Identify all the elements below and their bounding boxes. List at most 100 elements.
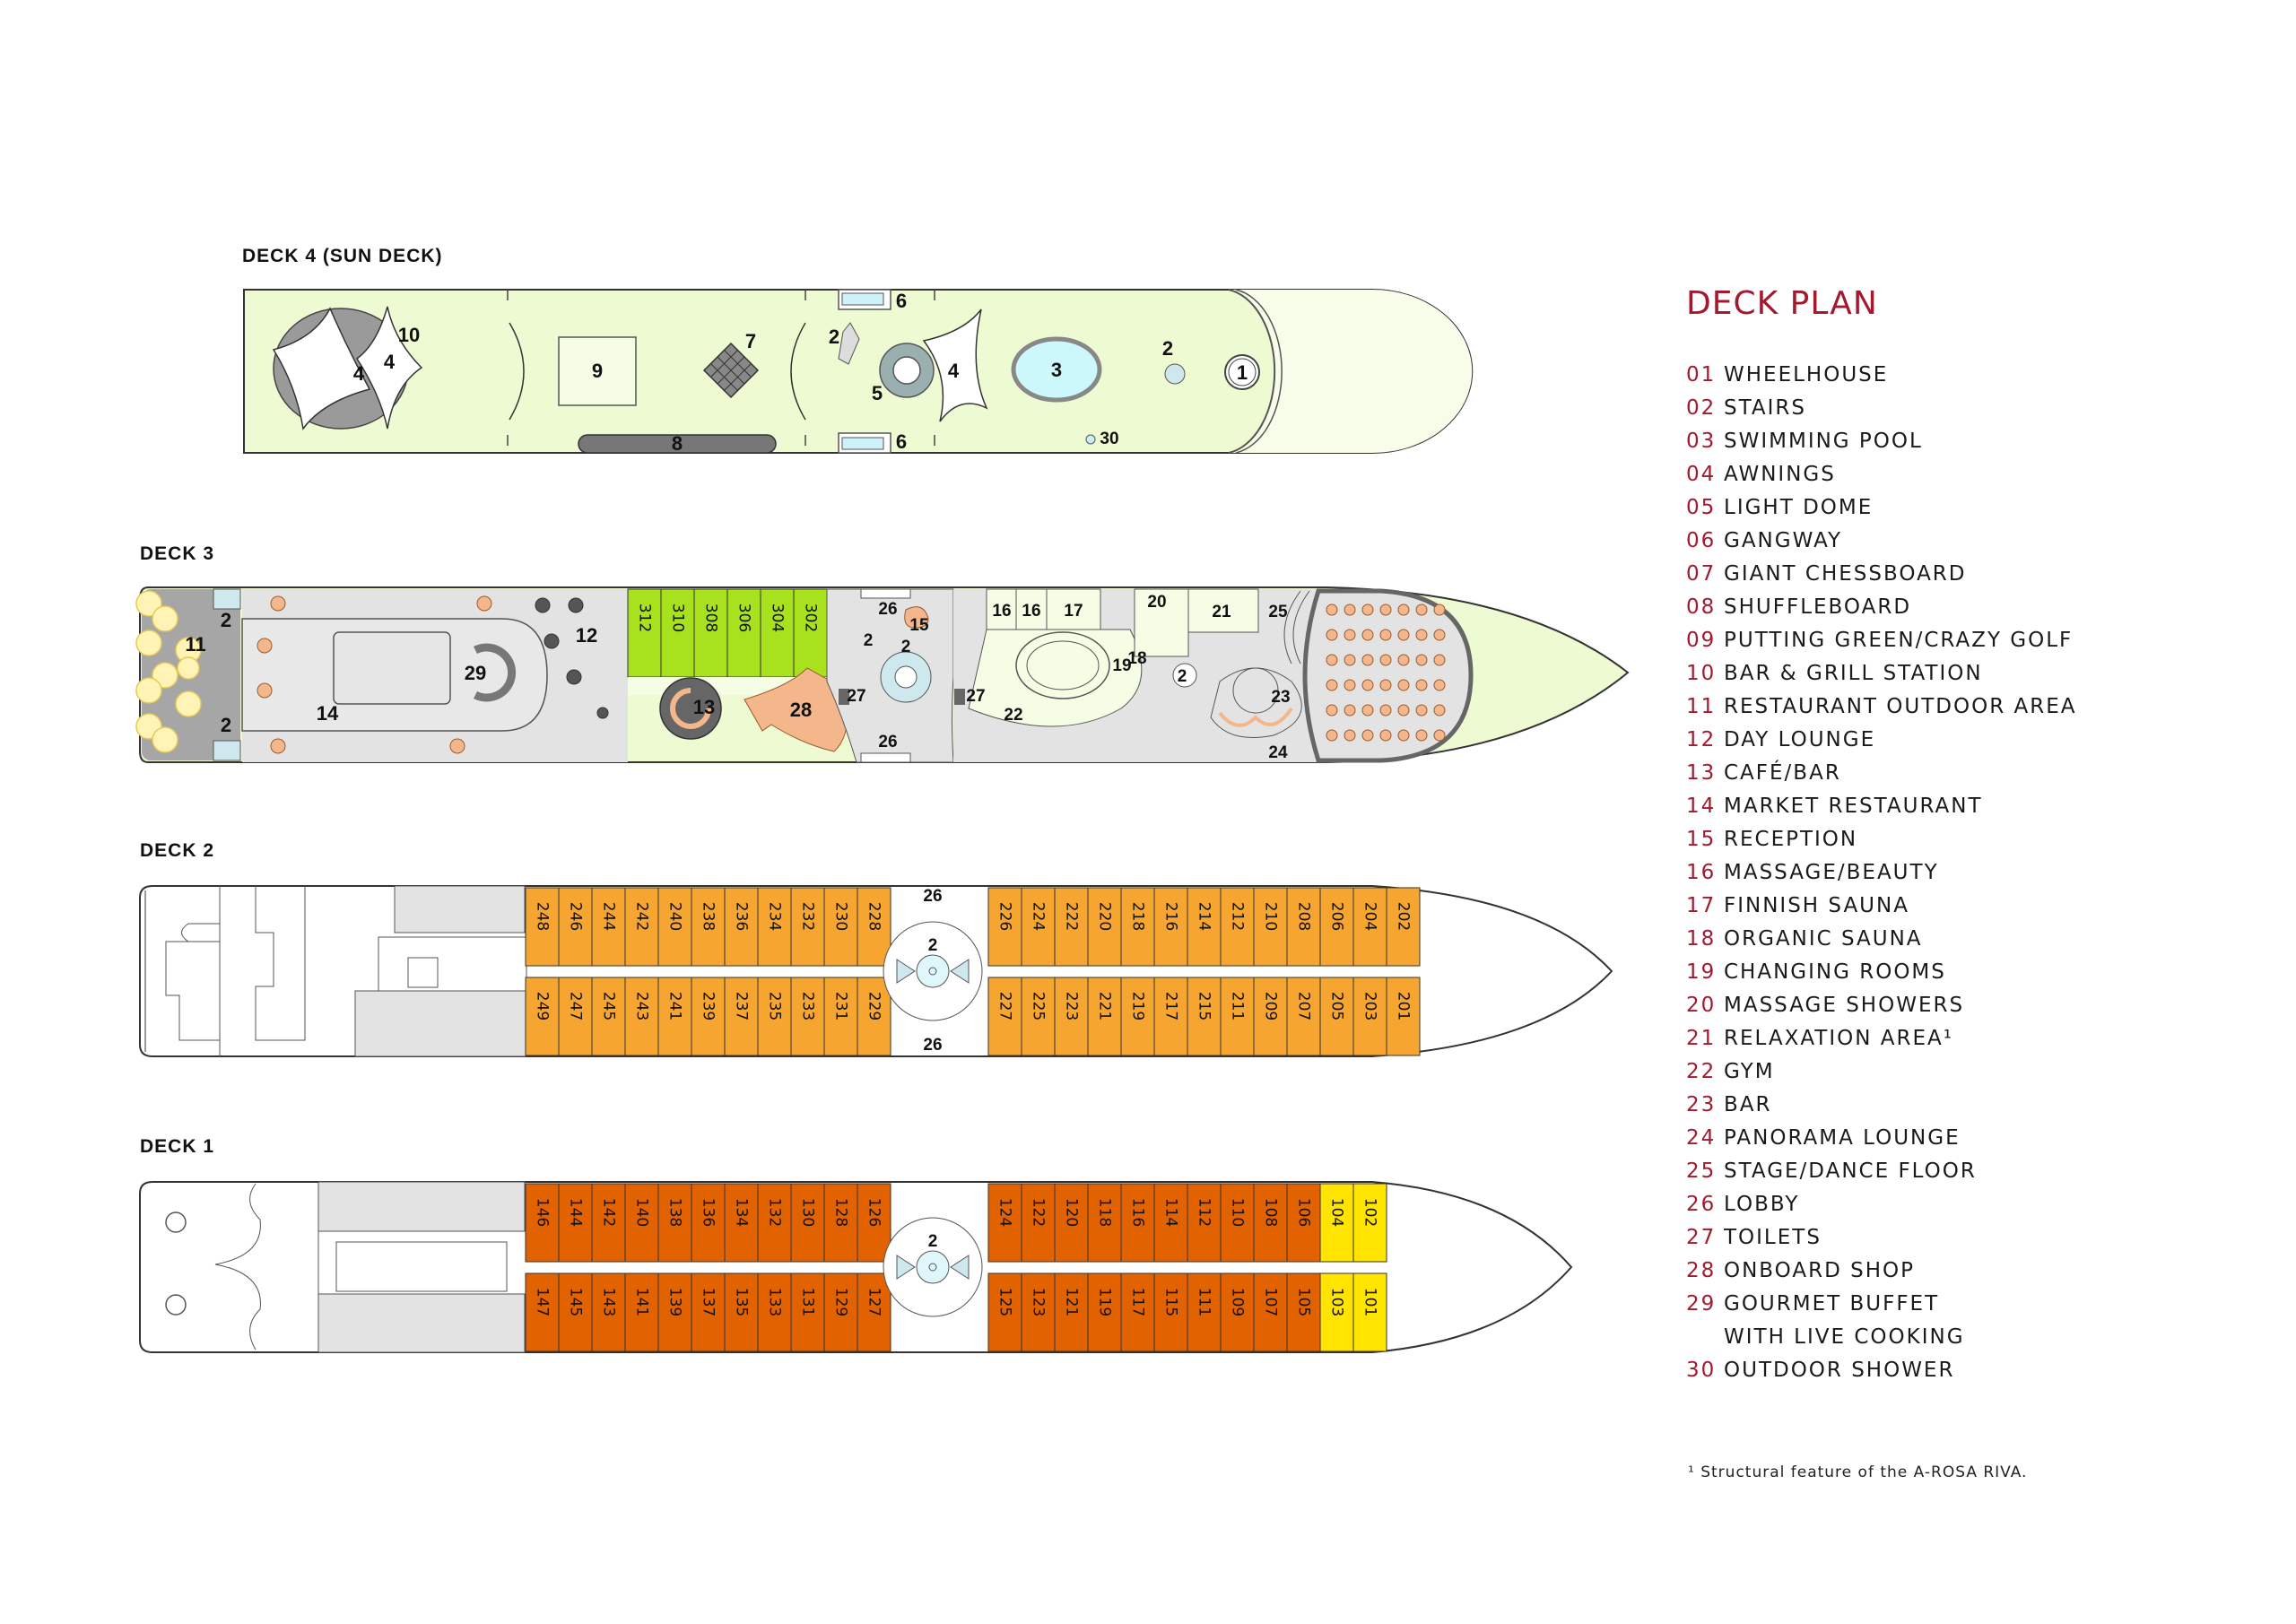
deck4-label-shuffleboard: 8 bbox=[672, 432, 683, 455]
lounge-seat bbox=[1344, 629, 1356, 641]
cabin[interactable] bbox=[1220, 1272, 1255, 1352]
cabin[interactable] bbox=[987, 887, 1022, 967]
cabin[interactable] bbox=[987, 1272, 1022, 1352]
parasols bbox=[135, 590, 202, 753]
cabin[interactable] bbox=[760, 588, 795, 678]
cabin[interactable] bbox=[1352, 1183, 1387, 1263]
cabin[interactable] bbox=[624, 977, 659, 1056]
cabin[interactable] bbox=[1319, 1272, 1354, 1352]
cabin[interactable] bbox=[1153, 887, 1188, 967]
cabin[interactable] bbox=[790, 1183, 825, 1263]
cabin[interactable] bbox=[657, 1272, 692, 1352]
cabin[interactable] bbox=[1220, 887, 1255, 967]
cabin[interactable] bbox=[660, 588, 695, 678]
legend-item-label: RELAXATION AREA¹ bbox=[1724, 1026, 1953, 1050]
lounge-seat bbox=[1344, 679, 1356, 691]
cabin[interactable] bbox=[1054, 1183, 1089, 1263]
cabin[interactable] bbox=[657, 1183, 692, 1263]
cabin[interactable] bbox=[823, 1183, 858, 1263]
cabin[interactable] bbox=[857, 1272, 891, 1352]
cabin-number: 104 bbox=[1328, 1198, 1346, 1227]
cabin[interactable] bbox=[757, 1183, 792, 1263]
cabin[interactable] bbox=[624, 1272, 659, 1352]
cabin[interactable] bbox=[1120, 887, 1155, 967]
cabin[interactable] bbox=[591, 1183, 626, 1263]
cabin[interactable] bbox=[987, 977, 1022, 1056]
cabin[interactable] bbox=[987, 1183, 1022, 1263]
cabin[interactable] bbox=[724, 1183, 759, 1263]
deck4-label-stairs: 2 bbox=[829, 326, 839, 348]
cabin[interactable] bbox=[1286, 977, 1321, 1056]
cabin[interactable] bbox=[1187, 887, 1222, 967]
cabin[interactable] bbox=[525, 1183, 560, 1263]
cabin[interactable] bbox=[1153, 1183, 1188, 1263]
cabin[interactable] bbox=[1120, 1183, 1155, 1263]
cabin[interactable] bbox=[691, 1272, 726, 1352]
cabin[interactable] bbox=[857, 1183, 891, 1263]
cabin[interactable] bbox=[1386, 887, 1421, 967]
deck4-label-outdoor-shower: 30 bbox=[1100, 430, 1118, 448]
cabin[interactable] bbox=[793, 588, 828, 678]
cabin[interactable] bbox=[1021, 1183, 1056, 1263]
cabin[interactable] bbox=[1087, 887, 1122, 967]
cabin[interactable] bbox=[1120, 977, 1155, 1056]
cabin[interactable] bbox=[1386, 977, 1421, 1056]
cabin[interactable] bbox=[1087, 977, 1122, 1056]
cabin[interactable] bbox=[525, 1272, 560, 1352]
cabin[interactable] bbox=[525, 887, 560, 967]
cabin[interactable] bbox=[691, 977, 726, 1056]
cabin[interactable] bbox=[823, 887, 858, 967]
cabin-number: 109 bbox=[1229, 1288, 1247, 1316]
cabin[interactable] bbox=[790, 977, 825, 1056]
cabin[interactable] bbox=[1054, 977, 1089, 1056]
cabin[interactable] bbox=[1286, 1272, 1321, 1352]
cabin[interactable] bbox=[1253, 1183, 1288, 1263]
cabin-number: 240 bbox=[666, 902, 684, 931]
cabin[interactable] bbox=[757, 977, 792, 1056]
cabin[interactable] bbox=[1352, 1272, 1387, 1352]
cabin[interactable] bbox=[1253, 977, 1288, 1056]
cabin[interactable] bbox=[558, 977, 593, 1056]
cabin[interactable] bbox=[724, 977, 759, 1056]
cabin[interactable] bbox=[1319, 887, 1354, 967]
lounge-seat bbox=[1397, 679, 1410, 691]
cabin[interactable] bbox=[627, 588, 662, 678]
cabin[interactable] bbox=[693, 588, 728, 678]
cabin[interactable] bbox=[624, 887, 659, 967]
awning-shape bbox=[355, 306, 423, 430]
cabin[interactable] bbox=[1253, 887, 1288, 967]
cabin[interactable] bbox=[1286, 887, 1321, 967]
cabin[interactable] bbox=[1120, 1272, 1155, 1352]
cabin[interactable] bbox=[1286, 1183, 1321, 1263]
cabin[interactable] bbox=[1021, 887, 1056, 967]
cabin[interactable] bbox=[724, 887, 759, 967]
cabin[interactable] bbox=[691, 887, 726, 967]
cabin[interactable] bbox=[525, 977, 560, 1056]
cabin[interactable] bbox=[1220, 1183, 1255, 1263]
cabin[interactable] bbox=[1087, 1272, 1122, 1352]
cabin[interactable] bbox=[857, 887, 891, 967]
cabin-number: 122 bbox=[1030, 1198, 1048, 1227]
cabin[interactable] bbox=[591, 977, 626, 1056]
cabin[interactable] bbox=[1021, 977, 1056, 1056]
cabin[interactable] bbox=[591, 1272, 626, 1352]
cabin[interactable] bbox=[726, 588, 761, 678]
cabin-number: 124 bbox=[996, 1198, 1014, 1227]
cabin[interactable] bbox=[857, 977, 891, 1056]
cabin[interactable] bbox=[1187, 1183, 1222, 1263]
legend-item-label: BAR bbox=[1724, 1092, 1772, 1116]
cabin[interactable] bbox=[1253, 1272, 1288, 1352]
cabin[interactable] bbox=[1054, 1272, 1089, 1352]
cabin[interactable] bbox=[1054, 887, 1089, 967]
cabin[interactable] bbox=[1153, 977, 1188, 1056]
legend-item-number: 09 bbox=[1686, 628, 1717, 652]
cabin[interactable] bbox=[1187, 1272, 1222, 1352]
cabin[interactable] bbox=[757, 1272, 792, 1352]
cabin[interactable] bbox=[823, 977, 858, 1056]
crew-area bbox=[317, 1181, 526, 1232]
cabin[interactable] bbox=[1319, 977, 1354, 1056]
cabin[interactable] bbox=[1352, 887, 1387, 967]
cabin[interactable] bbox=[624, 1183, 659, 1263]
cabin[interactable] bbox=[558, 1272, 593, 1352]
